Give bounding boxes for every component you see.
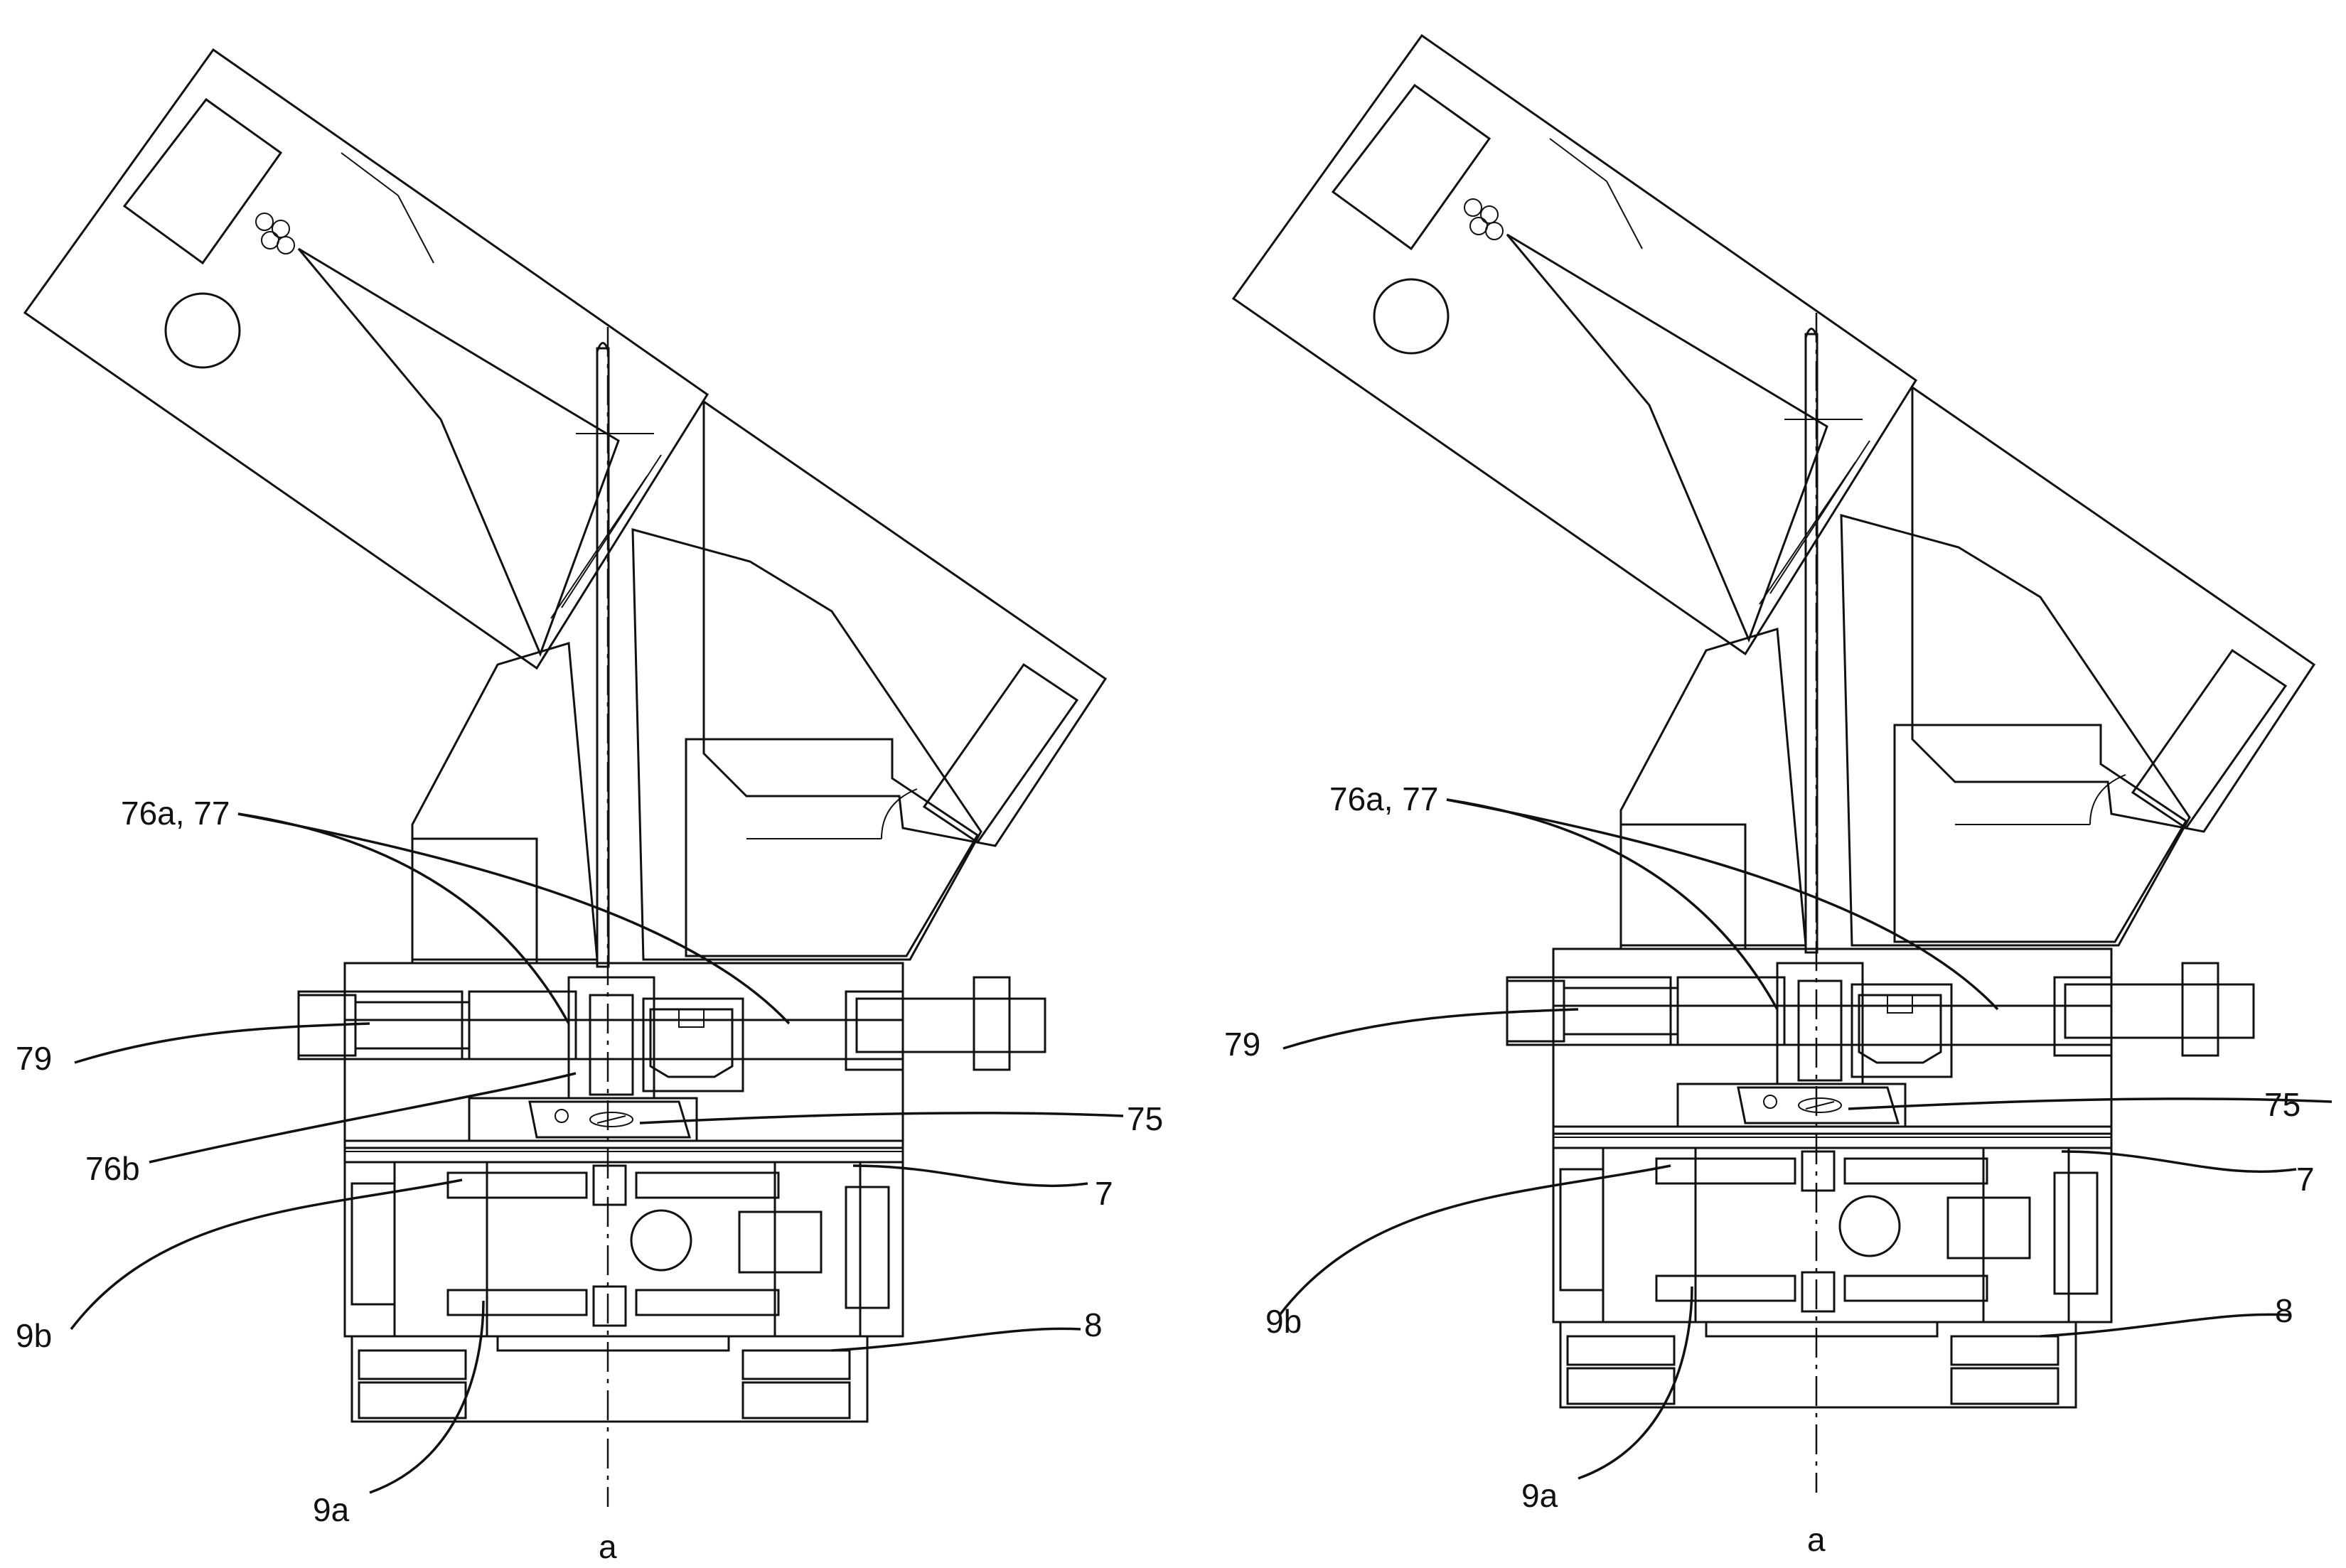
label-76a77: 76a, 77: [1329, 780, 1438, 817]
label-9b: 9b: [16, 1317, 52, 1354]
label-8: 8: [1084, 1306, 1103, 1343]
label-9b: 9b: [1265, 1303, 1302, 1340]
label-75: 75: [1127, 1100, 1163, 1137]
label-8: 8: [2275, 1292, 2293, 1329]
label-79: 79: [1224, 1026, 1260, 1063]
label-9a: 9a: [313, 1491, 350, 1528]
label-7: 7: [1095, 1175, 1113, 1212]
label-axis-a: a: [1807, 1521, 1826, 1558]
label-9a: 9a: [1521, 1477, 1558, 1514]
label-76a77: 76a, 77: [121, 795, 230, 832]
label-76b: 76b: [85, 1150, 140, 1187]
label-79: 79: [16, 1040, 52, 1077]
figure-left: 76a, 77 79 75 76b 7 9b 8 9a a: [16, 50, 1163, 1565]
figure-right: 76a, 77 79 75 7 9b 8 9a a: [1224, 36, 2332, 1558]
label-7: 7: [2296, 1161, 2315, 1198]
label-75: 75: [2264, 1086, 2301, 1123]
label-axis-a: a: [599, 1528, 617, 1565]
